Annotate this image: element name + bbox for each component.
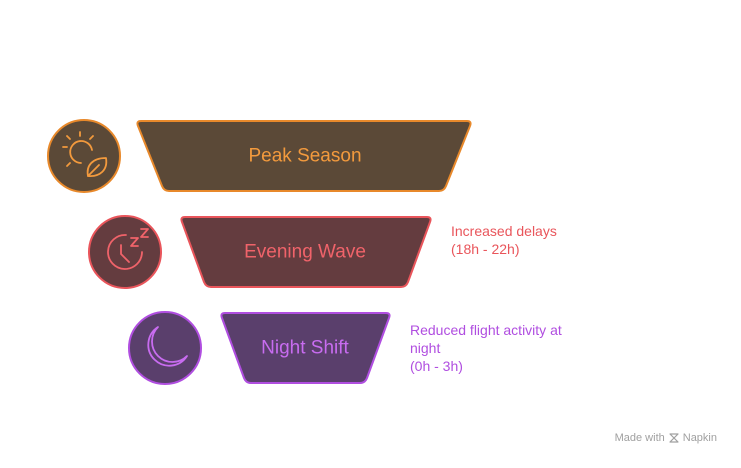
annotation-line: (18h - 22h) — [451, 241, 520, 257]
napkin-logo-icon — [669, 433, 679, 443]
made-with-napkin-watermark: Made with Napkin — [615, 432, 717, 444]
made-with-text: Made with — [614, 432, 665, 444]
sun-leaf-icon — [62, 131, 108, 177]
sleep-clock-icon — [107, 228, 149, 270]
annotation-line: (0h - 3h) — [410, 358, 463, 374]
tier-night-shift: Night Shift — [128, 311, 391, 385]
crescent-moon-icon — [147, 326, 188, 367]
funnel-band-peak-season — [136, 120, 472, 192]
tier-icon-circle — [47, 119, 121, 193]
tier-icon-circle — [128, 311, 202, 385]
napkin-brand-text: Napkin — [682, 432, 717, 444]
funnel-band-night-shift — [220, 312, 391, 384]
funnel-band-evening-wave — [180, 216, 432, 288]
tier-label-evening-wave: Evening Wave — [244, 242, 366, 263]
annotation-line: Reduced flight activity at — [410, 322, 562, 338]
tier-label-peak-season: Peak Season — [248, 146, 361, 167]
annotation-night-shift: Reduced flight activity at night (0h - 3… — [410, 321, 600, 375]
annotation-evening-wave: Increased delays (18h - 22h) — [451, 222, 621, 258]
tier-evening-wave: Evening Wave — [88, 215, 432, 289]
tier-icon-circle — [88, 215, 162, 289]
tier-peak-season: Peak Season — [47, 119, 472, 193]
annotation-line: night — [410, 340, 441, 356]
annotation-line: Increased delays — [451, 223, 557, 239]
tier-label-night-shift: Night Shift — [261, 338, 349, 359]
